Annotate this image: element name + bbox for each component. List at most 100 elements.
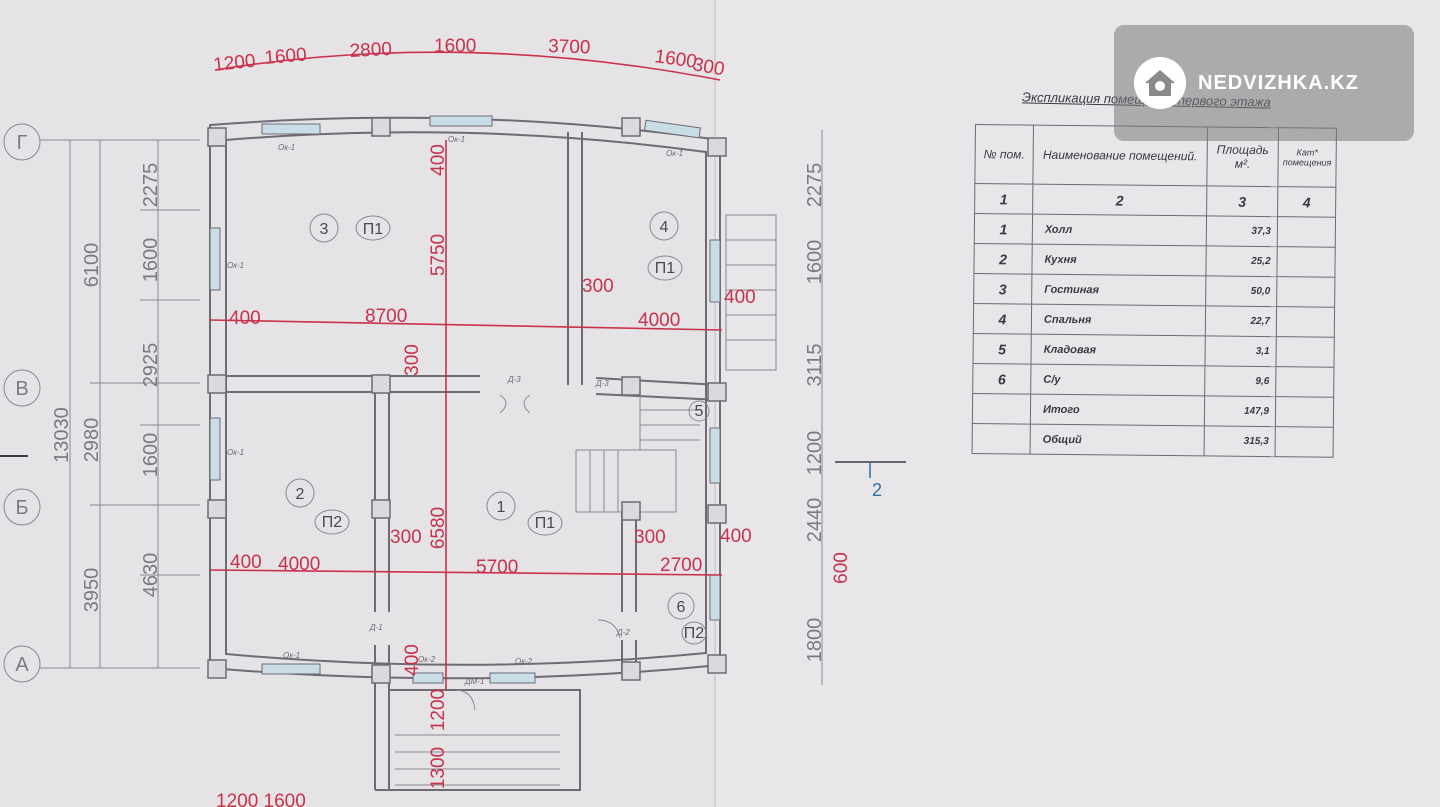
columns bbox=[207, 117, 727, 684]
row-name: С/у bbox=[1030, 364, 1205, 396]
dim-400-c: 400 bbox=[230, 552, 262, 573]
mark-ok1-b: Ок-1 bbox=[448, 135, 465, 144]
mark-ok1-d: Ок-1 bbox=[227, 261, 244, 270]
room-3-category: П1 bbox=[363, 221, 384, 238]
top-dimensions: 1200 1600 2800 1600 3700 1600 300 bbox=[212, 36, 726, 81]
top-dim-3700: 3700 bbox=[548, 36, 591, 58]
dim-v1200: 1200 bbox=[428, 689, 449, 731]
dim-4000-a: 4000 bbox=[638, 310, 680, 331]
row-category bbox=[1275, 396, 1334, 428]
mark-ok1-c: Ок-1 bbox=[666, 149, 683, 158]
right-dim-2275: 2275 bbox=[804, 163, 826, 208]
room-3-number: 3 bbox=[320, 221, 329, 238]
mark-ok2-a: Ок-2 bbox=[515, 657, 533, 666]
index-cell: 4 bbox=[1277, 186, 1336, 218]
row-area: 37,3 bbox=[1206, 215, 1278, 247]
dim-1600-left-a: 1600 bbox=[140, 238, 162, 283]
row-area: 22,7 bbox=[1205, 305, 1277, 337]
mark-d1: Д-1 bbox=[369, 623, 383, 632]
row-number: 5 bbox=[972, 333, 1032, 365]
room-5-number: 5 bbox=[695, 403, 704, 420]
row-name: Итого bbox=[1030, 394, 1205, 426]
row-number: 3 bbox=[973, 273, 1032, 305]
top-dim-1600a: 1600 bbox=[264, 44, 308, 69]
row-category bbox=[1276, 276, 1335, 308]
dim-v400-bottom: 400 bbox=[402, 644, 423, 676]
row-number: 1 bbox=[974, 213, 1033, 245]
axis-label-g: Г bbox=[17, 132, 28, 154]
dim-4000-b: 4000 bbox=[278, 554, 320, 575]
dim-8700: 8700 bbox=[365, 306, 407, 327]
mark-ok1-a: Ок-1 bbox=[278, 143, 295, 152]
mark-d3-a: Д-3 bbox=[507, 375, 521, 384]
row-category bbox=[1275, 336, 1335, 368]
dim-300-a: 300 bbox=[582, 276, 614, 297]
dim-v6580: 6580 bbox=[428, 507, 449, 549]
mark-ok1-e: Ок-1 bbox=[227, 448, 244, 457]
row-area: 25,2 bbox=[1205, 245, 1278, 277]
row-name: Кухня bbox=[1031, 244, 1207, 276]
row-name: Спальня bbox=[1031, 304, 1206, 336]
row-name: Гостиная bbox=[1031, 274, 1206, 306]
dim-v1300: 1300 bbox=[428, 747, 449, 789]
room-2-number: 2 bbox=[296, 486, 305, 503]
section-mark: 2 bbox=[872, 480, 882, 500]
row-number: 4 bbox=[973, 303, 1032, 335]
mark-dm1: ДМ-1 bbox=[464, 677, 484, 686]
mark-ok1-f: Ок-1 bbox=[283, 651, 300, 660]
index-cell: 1 bbox=[974, 183, 1033, 215]
left-dimension-chains: 13030 6100 2980 3950 2275 1600 2925 1600… bbox=[40, 139, 200, 669]
row-area: 9,6 bbox=[1204, 365, 1276, 397]
row-category bbox=[1275, 366, 1334, 398]
row-area: 315,3 bbox=[1204, 425, 1276, 457]
right-dim-600: 600 bbox=[831, 552, 852, 584]
dim-5700: 5700 bbox=[476, 557, 518, 578]
index-cell: 2 bbox=[1032, 184, 1207, 216]
dim-4630-left: 4630 bbox=[140, 553, 162, 598]
top-dim-1600b: 1600 bbox=[434, 36, 476, 57]
row-number bbox=[972, 393, 1031, 425]
dim-v400-top: 400 bbox=[428, 144, 449, 176]
mark-d3-b: Д-3 bbox=[595, 379, 609, 388]
explication-table: № пом. Наименование помещений. Площадь м… bbox=[972, 124, 1337, 458]
row-category bbox=[1276, 246, 1336, 278]
left-sheet bbox=[0, 0, 715, 807]
index-cell: 3 bbox=[1206, 185, 1278, 217]
dim-v300: 300 bbox=[402, 344, 423, 376]
row-name: Общий bbox=[1030, 424, 1205, 456]
table-index-row: 1 2 3 4 bbox=[974, 183, 1336, 218]
axis-markers: Г В Б А bbox=[0, 123, 41, 683]
row-name: Кладовая bbox=[1030, 334, 1206, 366]
right-dim-1200: 1200 bbox=[804, 431, 826, 476]
dim-400-d: 400 bbox=[720, 526, 752, 547]
dim-300-c: 300 bbox=[634, 527, 666, 548]
right-dim-3115: 3115 bbox=[804, 343, 826, 386]
row-number bbox=[972, 423, 1031, 455]
row-area: 50,0 bbox=[1205, 275, 1277, 307]
top-dim-1200: 1200 bbox=[212, 51, 256, 76]
dim-400-a: 400 bbox=[229, 308, 261, 329]
row-category bbox=[1275, 426, 1334, 458]
row-area: 3,1 bbox=[1204, 335, 1277, 367]
room-6-category: П2 bbox=[684, 625, 705, 642]
row-category bbox=[1277, 216, 1336, 248]
right-dim-1800: 1800 bbox=[804, 618, 826, 663]
row-name: Холл bbox=[1032, 214, 1207, 246]
room-1-category: П1 bbox=[535, 515, 556, 532]
axis-label-b: Б bbox=[15, 497, 28, 519]
dim-2700: 2700 bbox=[660, 555, 702, 576]
element-marks: Ок-1 Ок-1 Ок-1 Ок-1 Ок-1 Ок-1 Ок-2 Ок-2 … bbox=[227, 135, 683, 711]
dim-13030: 13030 bbox=[51, 407, 73, 463]
dim-300-b: 300 bbox=[390, 527, 422, 548]
dim-400-b: 400 bbox=[724, 287, 756, 308]
dim-2980: 2980 bbox=[81, 418, 103, 463]
bottom-dims-cut: 1200 1600 bbox=[216, 791, 306, 807]
home-logo-icon bbox=[1134, 57, 1186, 109]
windows bbox=[209, 115, 721, 684]
